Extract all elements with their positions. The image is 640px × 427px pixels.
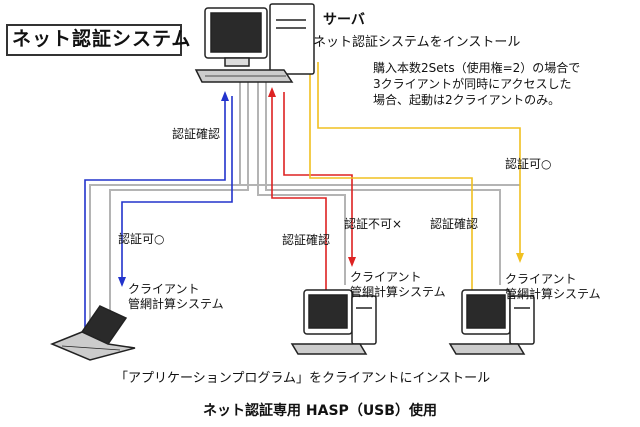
auth-ok-arrow-blue (118, 96, 233, 287)
flow-label-red-denied: 認証不可× (344, 217, 403, 231)
server-install-note: ネット認証システムをインストール (313, 35, 521, 50)
install-caption: 「アプリケーションプログラム」をクライアントにインストール (115, 371, 491, 386)
client-desktop-icon (448, 289, 535, 355)
title-box (6, 24, 182, 56)
client-laptop-icon (50, 305, 136, 361)
footer-caption: ネット認証専用 HASP（USB）使用 (203, 403, 437, 419)
client-label-3: クライアント 管網計算システム (505, 272, 601, 301)
client-label-2: クライアント 管網計算システム (350, 270, 446, 299)
flow-label-blue-check: 認証確認 (172, 127, 221, 141)
client-desktop-icon (290, 289, 377, 355)
network-cables (89, 80, 520, 320)
license-note: 購入本数2Sets（使用権=2）の場合で 3クライアントが同時にアクセスした 場… (373, 61, 581, 107)
flow-label-red-check: 認証確認 (282, 233, 331, 247)
auth-check-arrow-yellow (306, 55, 473, 290)
flow-label-blue-ok: 認証可○ (118, 232, 165, 246)
server-label: サーバ (323, 12, 365, 28)
auth-denied-arrow-red (283, 92, 356, 267)
client-label-1: クライアント 管網計算システム (128, 282, 224, 311)
auth-check-arrow-blue (84, 91, 229, 330)
server-computer-icon (194, 3, 315, 83)
diagram-title: ネット認証システム (12, 28, 192, 50)
auth-check-arrow-red (268, 87, 327, 290)
flow-label-yellow-ok: 認証可○ (505, 157, 552, 171)
flow-label-yellow-check: 認証確認 (430, 217, 479, 231)
auth-ok-arrow-yellow (317, 62, 524, 263)
